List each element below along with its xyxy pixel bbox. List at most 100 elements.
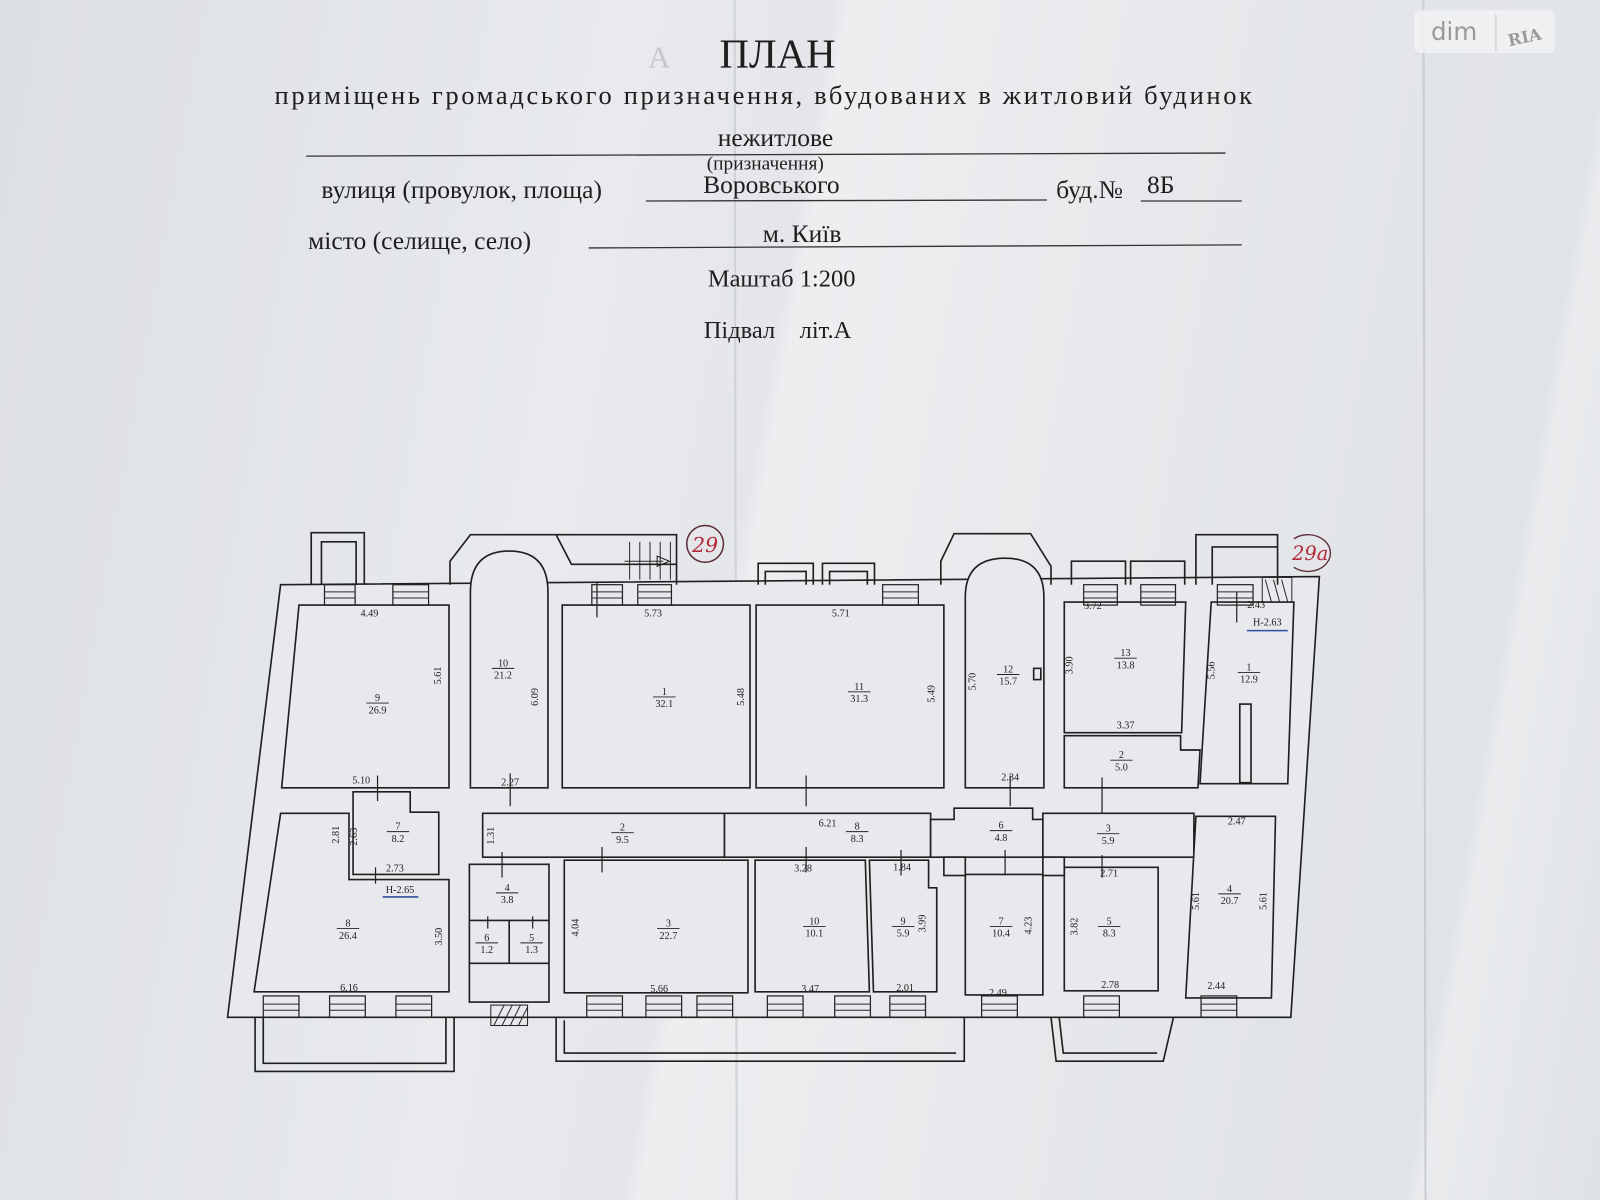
room-area: 5.9 bbox=[897, 929, 910, 940]
building-value: 8Б bbox=[1147, 170, 1174, 199]
window bbox=[889, 995, 927, 1018]
faint-letter: А bbox=[648, 40, 670, 74]
room-number: 5 bbox=[529, 933, 534, 944]
window bbox=[1083, 584, 1118, 606]
window bbox=[392, 584, 430, 606]
dimension-label: 2.63 bbox=[349, 828, 360, 846]
room-area: 8.3 bbox=[1103, 929, 1116, 940]
room-area: 1.2 bbox=[480, 945, 493, 956]
room-area: 20.7 bbox=[1221, 896, 1239, 907]
room-outline bbox=[1184, 815, 1277, 999]
street-label: вулиця (провулок, площа) bbox=[321, 175, 602, 204]
rooms bbox=[253, 550, 1295, 1003]
room-outline bbox=[253, 812, 450, 993]
window bbox=[766, 995, 804, 1018]
room-label: 12 15.7 bbox=[996, 664, 1020, 688]
purpose-value: нежитлове bbox=[718, 123, 833, 152]
dimension-label: 2.71 bbox=[1100, 869, 1118, 880]
room-number: 8 bbox=[855, 822, 860, 833]
room-area: 13.8 bbox=[1117, 660, 1135, 671]
room-number: 6 bbox=[998, 821, 1003, 832]
room-label: 25.0 bbox=[1110, 750, 1133, 773]
room-area: 21.2 bbox=[494, 671, 512, 682]
window bbox=[395, 995, 433, 1018]
circled-mark-29a: 29а bbox=[1291, 534, 1332, 573]
room-label: 420.7 bbox=[1218, 884, 1241, 907]
door-markers bbox=[374, 581, 1238, 929]
window bbox=[1140, 584, 1177, 606]
room-area: 9.5 bbox=[616, 835, 629, 846]
window bbox=[1083, 995, 1120, 1018]
room-outline bbox=[1199, 601, 1295, 785]
room-number: 8 bbox=[345, 919, 350, 930]
room-area: 1.3 bbox=[525, 945, 538, 956]
room-label: 78.2 bbox=[386, 822, 410, 845]
room-number: 5 bbox=[1107, 916, 1112, 927]
room-number: 3 bbox=[666, 919, 671, 930]
room-outline bbox=[481, 812, 726, 858]
page-subtitle: приміщень громадського призначення, вбуд… bbox=[274, 80, 1252, 110]
window bbox=[586, 995, 624, 1018]
dimension-label: 3.99 bbox=[918, 915, 929, 933]
room-area: 12.9 bbox=[1240, 675, 1258, 686]
window bbox=[696, 995, 734, 1018]
room-outline bbox=[964, 557, 1045, 789]
height-label: Н-2.63 bbox=[1253, 618, 1282, 629]
room-number: 2 bbox=[1119, 750, 1124, 761]
room-outline bbox=[754, 859, 871, 993]
window bbox=[637, 584, 673, 606]
dimension-label: 2.49 bbox=[989, 988, 1007, 999]
room-number: 10 bbox=[498, 658, 508, 669]
room-number: 12 bbox=[1003, 664, 1013, 675]
room-outline bbox=[1063, 601, 1187, 734]
dimension-label: 2.73 bbox=[386, 863, 404, 874]
window bbox=[328, 995, 366, 1018]
room-label: 29.5 bbox=[611, 823, 634, 846]
window bbox=[981, 995, 1018, 1018]
dimension-label: 2.27 bbox=[501, 778, 519, 789]
dimension-label: 3.72 bbox=[1084, 601, 1102, 612]
dimension-labels: 4.495.615.106.092.275.735.485.715.495.70… bbox=[331, 600, 1270, 999]
room-number: 4 bbox=[505, 883, 510, 894]
room-label: 35.9 bbox=[1096, 824, 1120, 847]
room-area: 22.7 bbox=[659, 931, 677, 942]
room-number: 4 bbox=[1227, 884, 1232, 895]
purpose-caption: (призначення) bbox=[707, 153, 824, 174]
dimension-label: 3.82 bbox=[1070, 918, 1081, 936]
room-number: 11 bbox=[854, 682, 864, 693]
room-number: 6 bbox=[484, 933, 489, 944]
room-area: 31.3 bbox=[850, 694, 868, 705]
room-number: 9 bbox=[375, 693, 380, 704]
room-area: 10.4 bbox=[992, 929, 1010, 940]
paper-fold-line bbox=[1422, 0, 1427, 1200]
dim-ria-logo: dim RIA bbox=[1414, 10, 1556, 54]
room-outline bbox=[1063, 734, 1201, 789]
room-number: 1 bbox=[1246, 662, 1251, 673]
dimension-label: 5.10 bbox=[352, 776, 370, 787]
room-label: 88.3 bbox=[845, 822, 869, 845]
window bbox=[262, 995, 300, 1018]
room-outline bbox=[929, 807, 1044, 858]
room-outline bbox=[1042, 812, 1195, 858]
scale-label: Маштаб 1:200 bbox=[708, 266, 856, 293]
dimension-label: 6.09 bbox=[530, 688, 541, 706]
room-area: 4.8 bbox=[995, 833, 1008, 844]
dimension-label: 4.23 bbox=[1024, 917, 1035, 935]
room-outline bbox=[964, 873, 1044, 996]
room-outline bbox=[868, 859, 938, 993]
room-label: 51.3 bbox=[520, 933, 543, 956]
dimension-label: 2.34 bbox=[1001, 773, 1019, 784]
room-label: 112.9 bbox=[1237, 662, 1261, 686]
dimension-label: 5.49 bbox=[927, 685, 938, 703]
height-labels: Н-2.65 Н-2.63 bbox=[382, 618, 1288, 898]
dimension-label: 5.61 bbox=[1258, 892, 1269, 910]
room-area: 10.1 bbox=[805, 929, 823, 940]
dimension-label: 5.66 bbox=[650, 984, 668, 995]
room-area: 15.7 bbox=[999, 677, 1017, 688]
hatched-shaft bbox=[490, 1004, 529, 1027]
dimension-label: 4.04 bbox=[571, 919, 582, 937]
dimension-label: 3.37 bbox=[1117, 721, 1135, 732]
room-number: 3 bbox=[1106, 824, 1111, 835]
